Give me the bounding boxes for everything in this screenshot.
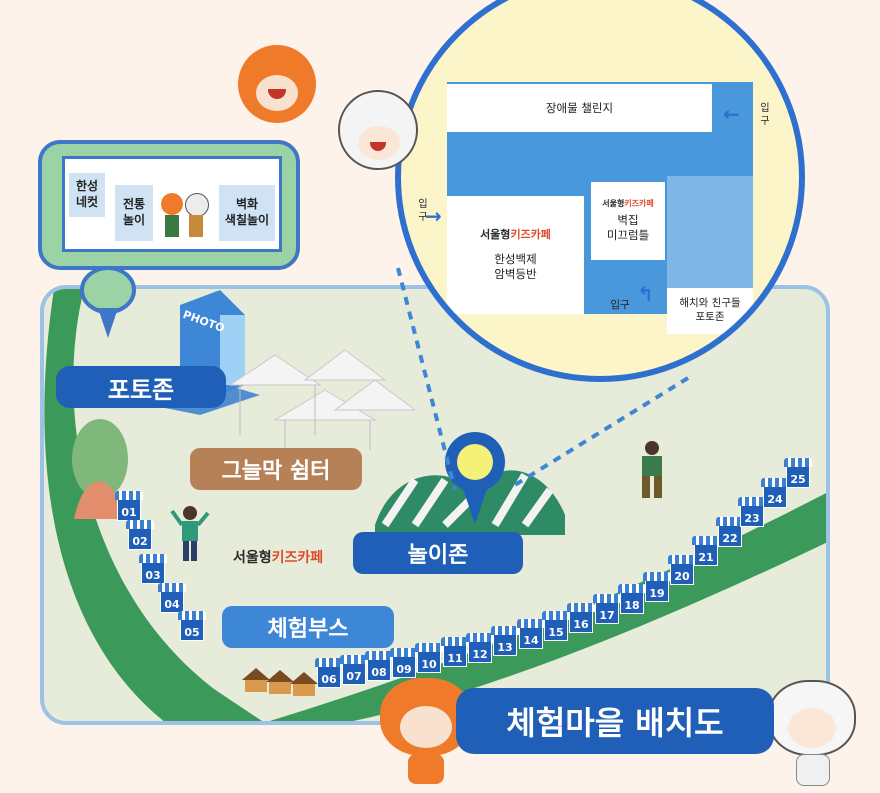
experience-booth-label: 체험부스 bbox=[222, 606, 394, 648]
booth: 20 bbox=[668, 555, 696, 585]
booth: 17 bbox=[593, 594, 621, 624]
arrow-up-icon: ↰ bbox=[637, 282, 654, 306]
booth: 13 bbox=[491, 626, 519, 656]
booth: 21 bbox=[692, 536, 720, 566]
tiger-mascot-white-icon bbox=[338, 90, 418, 170]
photo-panel: 한성 네컷 전통 놀이 벽화 색칠놀이 bbox=[38, 140, 300, 270]
booth-number: 12 bbox=[468, 641, 492, 663]
tiger-mascot-orange-icon bbox=[238, 45, 316, 123]
hanseong-baekje-climbing: 서울형키즈카페 한성백제 암벽등반 bbox=[447, 196, 584, 314]
booth: 19 bbox=[643, 572, 671, 602]
booth-number: 04 bbox=[160, 591, 184, 613]
booth-number: 10 bbox=[417, 651, 441, 673]
booth-number: 03 bbox=[141, 562, 165, 584]
arrow-right-icon: → bbox=[425, 204, 442, 228]
haechi-photo-zone: 해치와 친구들 포토존 bbox=[667, 288, 753, 334]
booth: 02 bbox=[126, 520, 154, 550]
booth-number: 07 bbox=[342, 663, 366, 685]
photo-cell-mural-coloring: 벽화 색칠놀이 bbox=[219, 185, 275, 241]
booth-number: 20 bbox=[670, 563, 694, 585]
booth-number: 02 bbox=[128, 528, 152, 550]
entrance-label-right: 입 구 bbox=[760, 103, 770, 127]
play-zone-label: 놀이존 bbox=[353, 532, 523, 574]
booth: 25 bbox=[784, 458, 812, 488]
booth-number: 21 bbox=[694, 544, 718, 566]
booth: 10 bbox=[415, 643, 443, 673]
booth-number: 11 bbox=[443, 645, 467, 667]
booth-number: 01 bbox=[117, 499, 141, 521]
booth-number: 25 bbox=[786, 466, 810, 488]
booth: 11 bbox=[441, 637, 469, 667]
booth-number: 18 bbox=[620, 592, 644, 614]
booth: 08 bbox=[365, 651, 393, 681]
page-title: 체험마을 배치도 bbox=[456, 688, 774, 754]
booth: 15 bbox=[542, 611, 570, 641]
kids-cafe-logo: 서울형키즈카페 bbox=[602, 198, 654, 208]
booth: 09 bbox=[390, 648, 418, 678]
booth-number: 17 bbox=[595, 602, 619, 624]
arrow-left-icon: ← bbox=[723, 102, 740, 126]
photo-zone-pin-icon bbox=[80, 268, 136, 338]
brick-slide-area: 서울형키즈카페 벽집 미끄럼틀 bbox=[591, 182, 665, 260]
booth-number: 19 bbox=[645, 580, 669, 602]
kids-cafe-logo: 서울형키즈카페 bbox=[480, 227, 551, 241]
booth-number: 14 bbox=[519, 627, 543, 649]
booth-number: 09 bbox=[392, 656, 416, 678]
booth-number: 22 bbox=[718, 525, 742, 547]
booth: 12 bbox=[466, 633, 494, 663]
brick-slide-label: 벽집 미끄럼틀 bbox=[606, 213, 650, 243]
booth: 01 bbox=[115, 491, 143, 521]
booth: 07 bbox=[340, 655, 368, 685]
booth: 16 bbox=[567, 603, 595, 633]
booth: 05 bbox=[178, 611, 206, 641]
kids-cafe-logo: 서울형키즈카페 bbox=[233, 550, 324, 566]
booth-number: 16 bbox=[569, 611, 593, 633]
zoom-inset: 장애물 챌린지 서울형키즈카페 한성백제 암벽등반 서울형키즈카페 벽집 미끄럼… bbox=[395, 0, 805, 382]
child-figure-icon bbox=[170, 506, 210, 561]
play-zone-pin-icon bbox=[445, 432, 505, 524]
booth-number: 23 bbox=[740, 505, 764, 527]
booth: 06 bbox=[315, 658, 343, 688]
booth-number: 24 bbox=[763, 486, 787, 508]
booth-number: 08 bbox=[367, 659, 391, 681]
photo-cell-traditional-play: 전통 놀이 bbox=[115, 185, 153, 241]
booth-number: 06 bbox=[317, 666, 341, 688]
photo-zone-label: 포토존 bbox=[56, 366, 226, 408]
entrance-label-bottom: 입구 bbox=[610, 299, 630, 312]
booth: 22 bbox=[716, 517, 744, 547]
booth-number: 13 bbox=[493, 634, 517, 656]
mascot-small-group-icon bbox=[157, 189, 213, 239]
small-houses bbox=[242, 668, 318, 696]
booth: 03 bbox=[139, 554, 167, 584]
entrance-label-left: 입 구 bbox=[418, 199, 428, 223]
tiger-mascot-white-large-icon bbox=[768, 680, 860, 790]
booth: 18 bbox=[618, 584, 646, 614]
booth: 23 bbox=[738, 497, 766, 527]
hanseong-baekje-label: 한성백제 암벽등반 bbox=[494, 252, 537, 282]
photo-cell-hanseong-4cut: 한성 네컷 bbox=[69, 173, 105, 217]
tents bbox=[228, 349, 415, 450]
booth-number: 15 bbox=[544, 619, 568, 641]
booth: 24 bbox=[761, 478, 789, 508]
booth: 14 bbox=[517, 619, 545, 649]
booth-number: 05 bbox=[180, 619, 204, 641]
booth: 04 bbox=[158, 583, 186, 613]
shade-rest-label: 그늘막 쉼터 bbox=[190, 448, 362, 490]
obstacle-challenge-area: 장애물 챌린지 bbox=[447, 84, 712, 132]
adult-figure-icon bbox=[642, 441, 662, 498]
